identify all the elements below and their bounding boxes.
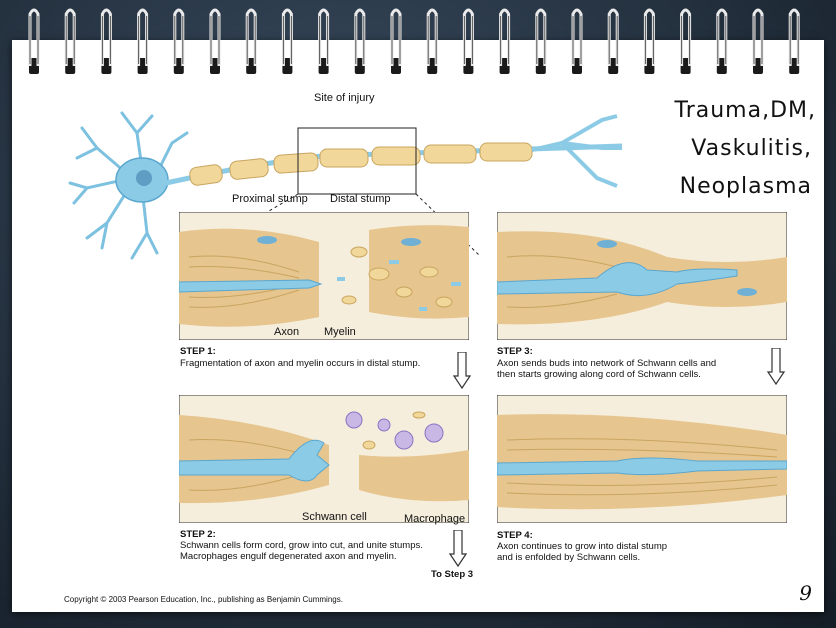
binding-ring [463,10,473,74]
side-note-line-1: Trauma,DM, [675,98,817,123]
binding-ring [608,10,618,74]
binding-ring [355,10,365,74]
schwann-cell-label: Schwann cell [302,511,367,523]
binding-ring [427,10,437,74]
binding-ring [319,10,329,74]
binding-ring [572,10,582,74]
binding-ring [65,10,75,74]
page-number: 9 [799,581,812,605]
spiral-binding [0,0,836,82]
step-2-text-line-2: Macrophages engulf degenerated axon and … [180,551,397,562]
binding-ring [210,10,220,74]
arrow-down-icon [453,352,471,390]
binding-ring [500,10,510,74]
site-of-injury-label: Site of injury [314,92,375,104]
panel-step-2 [179,395,469,523]
binding-ring [138,10,148,74]
binding-ring [717,10,727,74]
step-4-text-line-1: Axon continues to grow into distal stump [497,541,667,552]
distal-stump-label: Distal stump [330,193,391,205]
notebook-page: Site of injury Trauma,DM, Vaskulitis, Ne… [12,40,824,612]
step-2-title: STEP 2: [180,529,216,540]
binding-ring [536,10,546,74]
side-note-line-2: Vaskulitis, [691,136,812,161]
to-step-3-label: To Step 3 [431,569,473,580]
step-1-title: STEP 1: [180,346,216,357]
step-3-text-line-1: Axon sends buds into network of Schwann … [497,358,716,369]
panel-step-1 [179,212,469,340]
binding-ring [644,10,654,74]
binding-ring [246,10,256,74]
panel-step-3 [497,212,787,340]
binding-ring [391,10,401,74]
binding-ring [753,10,763,74]
arrow-down-icon [767,348,785,386]
binding-ring [101,10,111,74]
binding-ring [174,10,184,74]
proximal-stump-label: Proximal stump [232,193,308,205]
binding-ring [282,10,292,74]
binding-ring [681,10,691,74]
myelin-label: Myelin [324,326,356,338]
side-note-line-3: Neoplasma [680,174,812,199]
copyright-text: Copyright © 2003 Pearson Education, Inc.… [64,595,343,604]
step-4-title: STEP 4: [497,530,533,541]
panel-step-4 [497,395,787,523]
binding-ring [789,10,799,74]
step-3-title: STEP 3: [497,346,533,357]
macrophage-label: Macrophage [404,513,465,525]
binding-ring [29,10,39,74]
step-3-text-line-2: then starts growing along cord of Schwan… [497,369,701,380]
step-4-text-line-2: and is enfolded by Schwann cells. [497,552,640,563]
axon-label: Axon [274,326,299,338]
arrow-down-icon [449,530,467,568]
step-2-text-line-1: Schwann cells form cord, grow into cut, … [180,540,423,551]
step-1-text: Fragmentation of axon and myelin occurs … [180,358,420,369]
